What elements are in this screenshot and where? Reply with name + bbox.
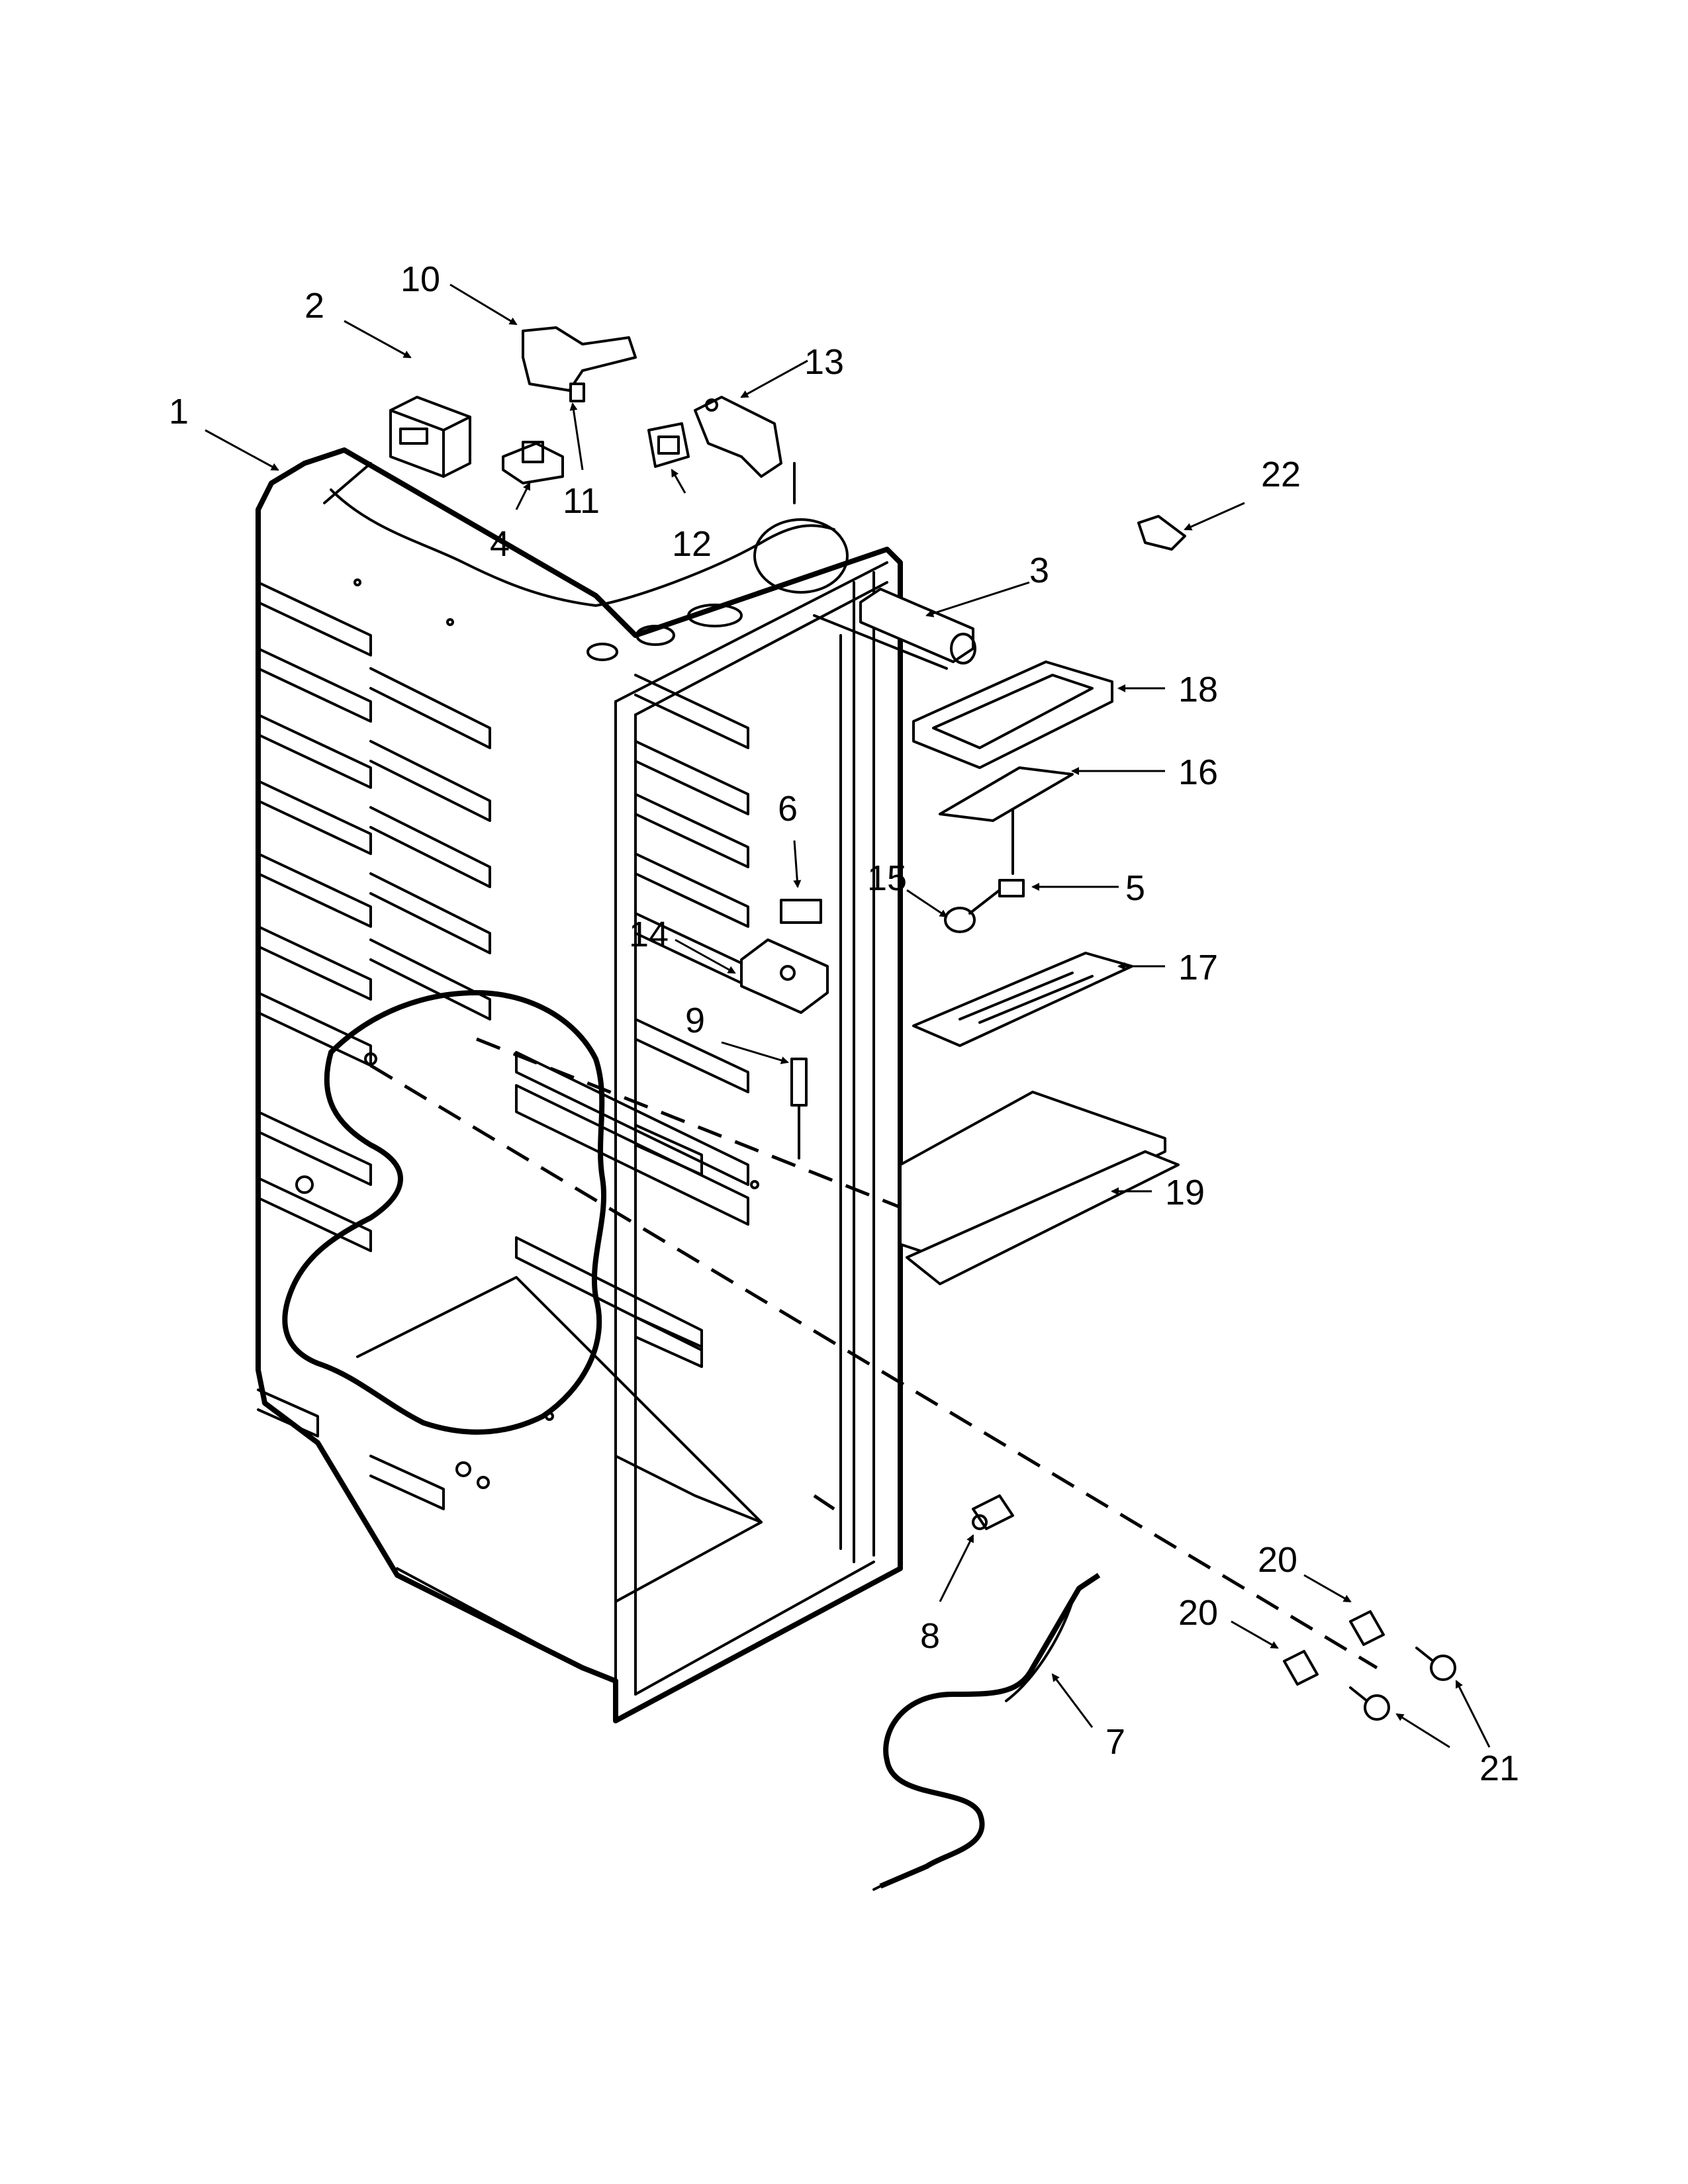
assembly-line-d	[813, 614, 948, 670]
callout-16: 16	[1178, 752, 1218, 792]
assembly-line-b	[476, 1037, 927, 1220]
callout-7: 7	[1105, 1722, 1125, 1762]
callout-19: 19	[1165, 1173, 1205, 1212]
assembly-line-a	[369, 1064, 1378, 1670]
light-housing-18	[912, 660, 1113, 769]
callout-10: 10	[400, 259, 440, 299]
callout-1: 1	[169, 392, 189, 432]
callout-15: 15	[867, 858, 907, 898]
thermistor-9	[790, 1058, 808, 1160]
callout-20b: 20	[1178, 1593, 1218, 1633]
light-cover-16	[939, 766, 1074, 822]
callout-6: 6	[778, 789, 798, 829]
fitting-8	[972, 1494, 1014, 1530]
grommet-20b	[1283, 1650, 1319, 1686]
callout-13: 13	[804, 342, 844, 382]
control-box	[389, 396, 471, 478]
label-12	[647, 422, 690, 468]
assembly-line-c	[813, 1494, 835, 1511]
freezer-liner	[256, 447, 903, 1723]
callout-9: 9	[685, 1001, 705, 1040]
callout-4: 4	[490, 524, 510, 564]
wire-clip-22	[1137, 515, 1186, 551]
damper-13	[694, 396, 796, 504]
callout-18: 18	[1178, 670, 1218, 709]
water-filter-3	[859, 588, 976, 664]
lamp-socket-5	[998, 879, 1025, 897]
connector-11	[569, 383, 585, 402]
control-housing-14	[740, 938, 829, 1014]
switch-6	[780, 899, 822, 924]
callout-12: 12	[672, 524, 712, 564]
air-duct-10	[522, 326, 637, 392]
bulb-15	[944, 889, 1001, 933]
callout-22: 22	[1261, 455, 1301, 494]
callout-3: 3	[1029, 551, 1049, 590]
screw-21b	[1349, 1686, 1390, 1721]
leader-lines	[205, 283, 1491, 1749]
callout-14: 14	[629, 915, 669, 954]
water-tube-7	[872, 1572, 1101, 1891]
callout-20a: 20	[1258, 1540, 1297, 1580]
callout-17: 17	[1178, 948, 1218, 987]
callout-21: 21	[1479, 1749, 1519, 1788]
callout-11: 11	[563, 481, 600, 521]
callout-8: 8	[920, 1616, 940, 1656]
callout-2: 2	[305, 286, 324, 326]
cover-19	[899, 1091, 1180, 1285]
callout-5: 5	[1125, 868, 1145, 908]
light-shield-17	[912, 952, 1133, 1047]
bracket-4	[502, 441, 564, 484]
grommet-20a	[1349, 1610, 1385, 1646]
screw-21a	[1415, 1647, 1456, 1681]
